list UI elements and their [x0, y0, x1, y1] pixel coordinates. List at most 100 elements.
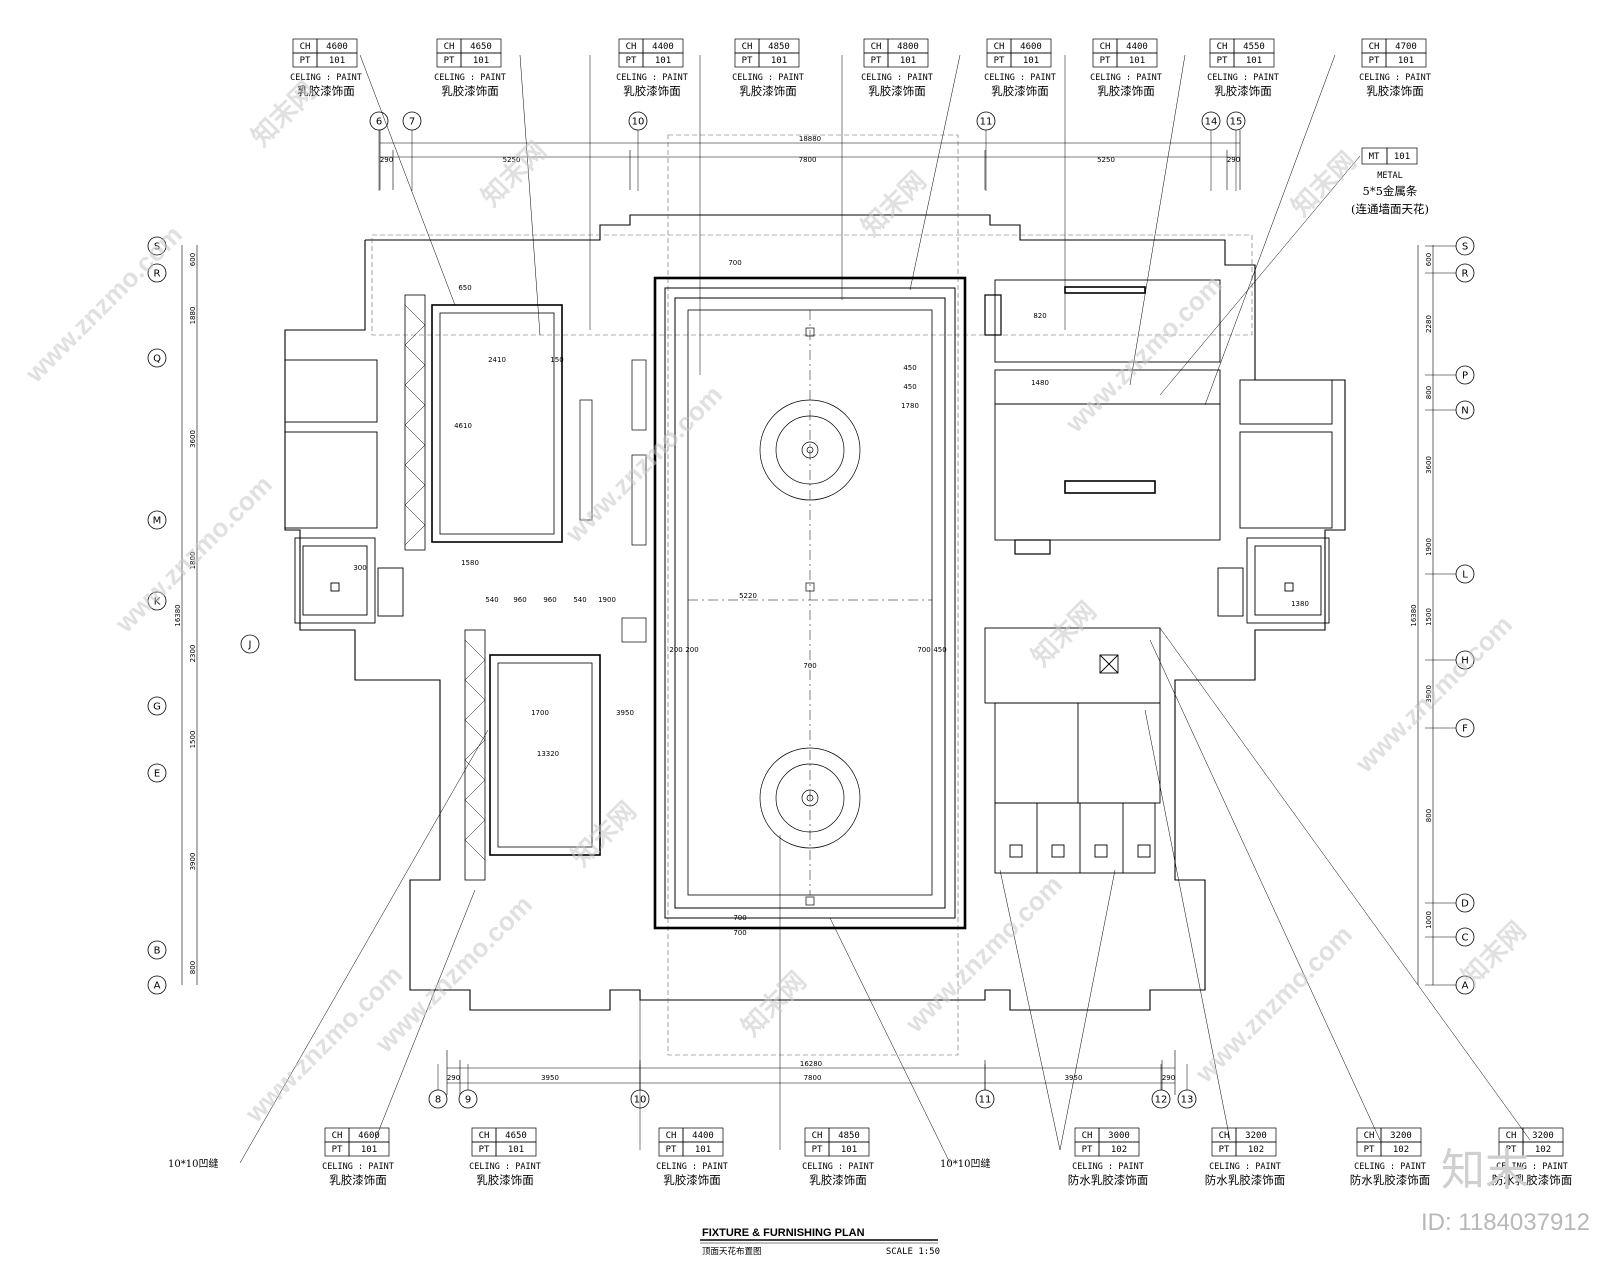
grid-bubble-label: S: [1462, 242, 1468, 253]
groove-note-left: 10*10凹缝: [168, 1157, 218, 1170]
tag-pt-label: PT: [444, 56, 455, 66]
grid-bubble-label: 13: [1181, 1095, 1194, 1106]
grid-bubble: D: [1425, 893, 1475, 913]
dimension-overall: 18880: [799, 135, 821, 143]
inner-dimension: 700: [917, 646, 930, 654]
grid-bubble-label: 11: [980, 117, 993, 128]
tag-ch-label: CH: [1506, 1131, 1517, 1141]
tag-material-cn: 乳胶漆饰面: [297, 84, 355, 98]
inner-dimension: 1700: [531, 709, 549, 717]
dimension-segment: 5250: [503, 156, 521, 164]
grid-bubble-label: D: [1461, 899, 1469, 910]
grid-bubble-label: L: [1462, 570, 1468, 581]
tag-material-en: CELING : PAINT: [802, 1162, 874, 1172]
inner-dimension: 13320: [537, 750, 559, 758]
tag-ch-label: CH: [1364, 1131, 1375, 1141]
tag-material-en: CELING : PAINT: [656, 1162, 728, 1172]
drawing-title: FIXTURE & FURNISHING PLAN: [702, 1227, 865, 1239]
grid-bubble: 11: [975, 1064, 995, 1109]
inner-dimension: 540: [485, 596, 498, 604]
tag-pt-label: PT: [994, 56, 1005, 66]
grid-bubble: J: [240, 634, 260, 654]
inner-dimension: 1480: [1031, 379, 1049, 387]
main-hall-ceiling: [653, 276, 967, 930]
tag-pt-value: 102: [1535, 1145, 1551, 1155]
grid-bubble: S: [1425, 236, 1475, 256]
metal-tag-en: METAL: [1377, 171, 1403, 181]
right-lower-room: [984, 627, 1161, 874]
grid-bubble-label: 7: [409, 117, 415, 128]
grid-bubble: 8: [428, 1064, 448, 1109]
dimension-segment: 600: [1425, 253, 1433, 266]
metal-tag-cn2: (连通墙面天花): [1351, 202, 1429, 216]
inner-dimension: 700: [733, 914, 746, 922]
top-dimension-chain: [379, 130, 1241, 190]
left-lower-room: [464, 629, 601, 881]
tag-material-cn: 防水乳胶漆饰面: [1205, 1173, 1286, 1187]
tag-ch-label: CH: [1100, 42, 1111, 52]
inner-dimension: 3950: [616, 709, 634, 717]
grid-bubble: M: [147, 510, 167, 530]
inner-dimension: 1380: [1291, 600, 1309, 608]
grid-bubble: 7: [402, 111, 422, 191]
grid-bubble-label: 9: [465, 1095, 471, 1106]
inner-dimension: 2410: [488, 356, 506, 364]
dimension-segment: 7800: [799, 156, 817, 164]
dimension-segment: 290: [1162, 1074, 1175, 1082]
tag-material-cn: 乳胶漆饰面: [991, 84, 1049, 98]
tag-pt-value: 101: [655, 56, 671, 66]
tag-pt-value: 101: [900, 56, 916, 66]
tag-material-cn: 乳胶漆饰面: [739, 84, 797, 98]
dimension-segment: 3950: [541, 1074, 559, 1082]
tag-ch-value: 3200: [1390, 1131, 1412, 1141]
grid-bubble: H: [1425, 650, 1475, 670]
tag-ch-label: CH: [871, 42, 882, 52]
tag-ch-value: 4650: [505, 1131, 527, 1141]
grid-bubble: 12: [1151, 1064, 1171, 1109]
grid-bubble: B: [147, 940, 167, 960]
tag-material-cn: 乳胶漆饰面: [663, 1173, 721, 1187]
inner-dimension: 4610: [454, 422, 472, 430]
inner-dimension: 200: [669, 646, 682, 654]
dimension-segment: 800: [1425, 809, 1433, 822]
grid-bubble-label: E: [154, 769, 160, 780]
dimension-segment: 1500: [1425, 608, 1433, 626]
inner-dimension: 450: [903, 364, 916, 372]
grid-bubble-label: 11: [979, 1095, 992, 1106]
dimension-overall: 16380: [1410, 604, 1418, 626]
tag-ch-value: 4800: [897, 42, 919, 52]
dimension-overall: 16280: [800, 1060, 822, 1068]
tag-material-en: CELING : PAINT: [1090, 73, 1162, 83]
tag-pt-label: PT: [1369, 56, 1380, 66]
inner-dimension: 960: [513, 596, 526, 604]
inner-dimension: 5220: [739, 592, 757, 600]
grid-bubble-label: H: [1461, 656, 1469, 667]
grid-bubble: K: [147, 591, 167, 611]
tag-material-cn: 乳胶漆饰面: [1097, 84, 1155, 98]
tag-pt-value: 101: [473, 56, 489, 66]
tag-pt-value: 101: [771, 56, 787, 66]
tag-material-en: CELING : PAINT: [1209, 1162, 1281, 1172]
tag-pt-label: PT: [626, 56, 637, 66]
inner-dimension: 700: [733, 929, 746, 937]
grid-bubble: P: [1425, 365, 1475, 385]
tag-pt-value: 102: [1111, 1145, 1127, 1155]
title-block: FIXTURE & FURNISHING PLAN 顶面天花布置图 SCALE …: [700, 1227, 940, 1257]
grid-bubble-label: B: [154, 946, 161, 957]
tag-material-en: CELING : PAINT: [290, 73, 362, 83]
tag-pt-label: PT: [479, 1145, 490, 1155]
tag-material-en: CELING : PAINT: [1207, 73, 1279, 83]
grid-bubble-label: 8: [435, 1095, 441, 1106]
grid-bubble-label: G: [153, 702, 161, 713]
tag-ch-value: 4600: [358, 1131, 380, 1141]
tag-pt-label: PT: [1217, 56, 1228, 66]
